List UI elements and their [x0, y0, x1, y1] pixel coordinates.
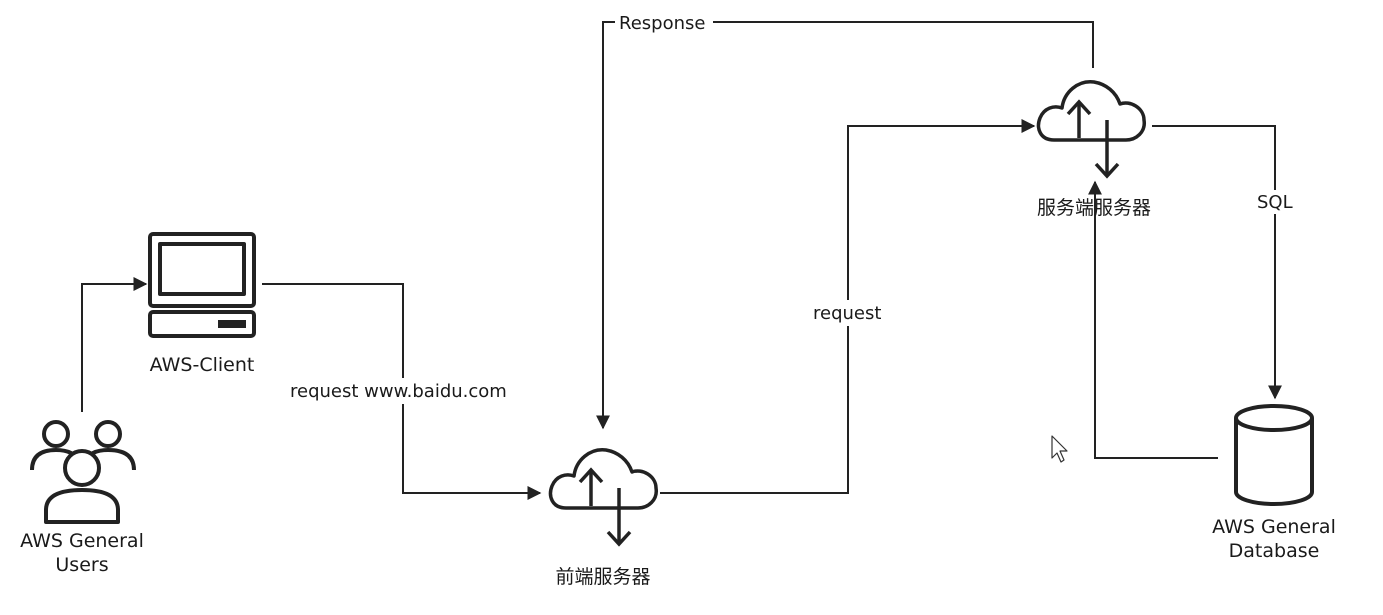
database-label-line2: Database	[1229, 540, 1320, 562]
edge-backend-to-frontend	[596, 21, 1094, 430]
edge-label-response: Response	[619, 13, 705, 34]
users-label-line1: AWS General	[20, 530, 144, 552]
edge-database-to-backend	[1088, 180, 1218, 459]
edge-label-client-request: request www.baidu.com	[290, 381, 507, 402]
edge-users-to-client	[81, 277, 148, 412]
cursor-icon	[1051, 435, 1068, 463]
backend-server-label: 服务端服务器	[1037, 197, 1151, 219]
cloud-upload-download-icon	[1036, 80, 1146, 179]
users-icon	[30, 420, 136, 524]
client-label: AWS-Client	[150, 354, 255, 376]
computer-icon	[148, 232, 256, 338]
cloud-upload-download-icon	[548, 448, 658, 547]
edge-label-request: request	[813, 303, 881, 324]
database-icon	[1234, 404, 1314, 506]
frontend-server-label: 前端服务器	[555, 566, 650, 588]
database-label-line1: AWS General	[1212, 516, 1336, 538]
edge-label-sql: SQL	[1257, 192, 1293, 213]
users-label-line2: Users	[55, 554, 108, 576]
edge-backend-to-database	[1152, 125, 1282, 400]
